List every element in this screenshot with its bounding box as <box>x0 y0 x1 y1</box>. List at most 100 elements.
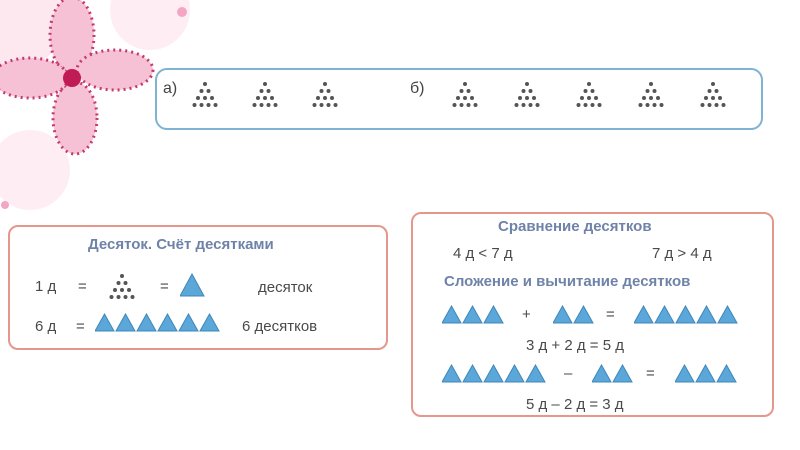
addition-equation: 3 д + 2 д = 5 д <box>526 337 624 354</box>
dot <box>708 89 712 93</box>
dot <box>715 103 719 107</box>
dot <box>532 96 536 100</box>
minus-sign: – <box>564 365 572 382</box>
add-result <box>634 305 738 327</box>
triangle-icon <box>463 365 482 382</box>
dot <box>203 82 207 86</box>
triangle-icon <box>526 365 545 382</box>
dot <box>327 89 331 93</box>
dot <box>203 96 207 100</box>
triangle-icon <box>696 365 715 382</box>
dot <box>704 96 708 100</box>
dot <box>580 96 584 100</box>
one-ten-label: 1 д <box>35 278 56 295</box>
add-operand-b <box>553 305 597 327</box>
dot <box>470 96 474 100</box>
six-tens-label: 6 д <box>35 318 56 335</box>
ten-dots <box>102 270 146 306</box>
triangle-icon <box>180 273 208 299</box>
sub-result <box>675 364 739 386</box>
dot <box>701 103 705 107</box>
dot <box>456 96 460 100</box>
subtraction-equation: 5 д – 2 д = 3 д <box>526 396 624 413</box>
dot <box>327 103 331 107</box>
dot <box>117 295 121 299</box>
dot <box>594 96 598 100</box>
triangle-icon <box>505 365 524 382</box>
triangle-icon <box>717 365 736 382</box>
equals-sign: = <box>160 278 169 295</box>
dot <box>525 96 529 100</box>
dot <box>316 96 320 100</box>
dot <box>522 89 526 93</box>
dot <box>320 89 324 93</box>
dot <box>274 103 278 107</box>
dot <box>649 96 653 100</box>
six-tens-word: 6 десятков <box>242 318 317 335</box>
dot <box>460 103 464 107</box>
triangle-icon <box>116 314 135 331</box>
title-comparison: Сравнение десятков <box>498 218 652 235</box>
dot-group-b <box>445 76 755 126</box>
dot <box>522 103 526 107</box>
dot <box>263 82 267 86</box>
dot <box>653 103 657 107</box>
dot <box>646 89 650 93</box>
dot <box>124 281 128 285</box>
dot <box>591 103 595 107</box>
dot <box>453 103 457 107</box>
dot <box>323 82 327 86</box>
dot <box>525 82 529 86</box>
dot <box>474 103 478 107</box>
dot <box>584 89 588 93</box>
dot <box>270 96 274 100</box>
dot <box>529 89 533 93</box>
six-triangles <box>95 313 225 339</box>
dot <box>267 103 271 107</box>
dot <box>467 103 471 107</box>
dot <box>256 96 260 100</box>
dot <box>639 103 643 107</box>
dot <box>127 288 131 292</box>
dot <box>313 103 317 107</box>
label-b: б) <box>410 80 425 98</box>
dot <box>460 89 464 93</box>
dot <box>711 82 715 86</box>
triangle-icon <box>697 306 716 323</box>
dot <box>207 89 211 93</box>
add-operand-a <box>442 305 506 327</box>
dot <box>463 96 467 100</box>
label-a: а) <box>163 80 177 98</box>
dot <box>536 103 540 107</box>
dot <box>131 295 135 299</box>
dot <box>518 96 522 100</box>
dot <box>124 295 128 299</box>
dot <box>267 89 271 93</box>
equals-sign: = <box>646 365 655 382</box>
triangle-icon <box>718 306 737 323</box>
sub-operand-a <box>442 364 546 386</box>
triangle-icon <box>675 365 694 382</box>
triangle-icon <box>634 306 653 323</box>
triangle-icon <box>484 306 503 323</box>
dot <box>200 103 204 107</box>
dot <box>263 96 267 100</box>
triangle-icon <box>553 306 572 323</box>
dot <box>660 103 664 107</box>
comparison-left: 4 д < 7 д <box>453 245 513 262</box>
panel-title-tens: Десяток. Счёт десятками <box>88 236 274 253</box>
dot <box>646 103 650 107</box>
dot <box>113 288 117 292</box>
triangle-icon <box>463 306 482 323</box>
dot <box>515 103 519 107</box>
triangle-icon <box>200 314 219 331</box>
triangle-icon <box>442 365 461 382</box>
dot <box>117 281 121 285</box>
dot <box>715 89 719 93</box>
sub-operand-b <box>592 364 636 386</box>
plus-sign: + <box>522 306 531 323</box>
dot <box>649 82 653 86</box>
triangle-icon <box>442 306 461 323</box>
dot <box>711 96 715 100</box>
dot <box>708 103 712 107</box>
